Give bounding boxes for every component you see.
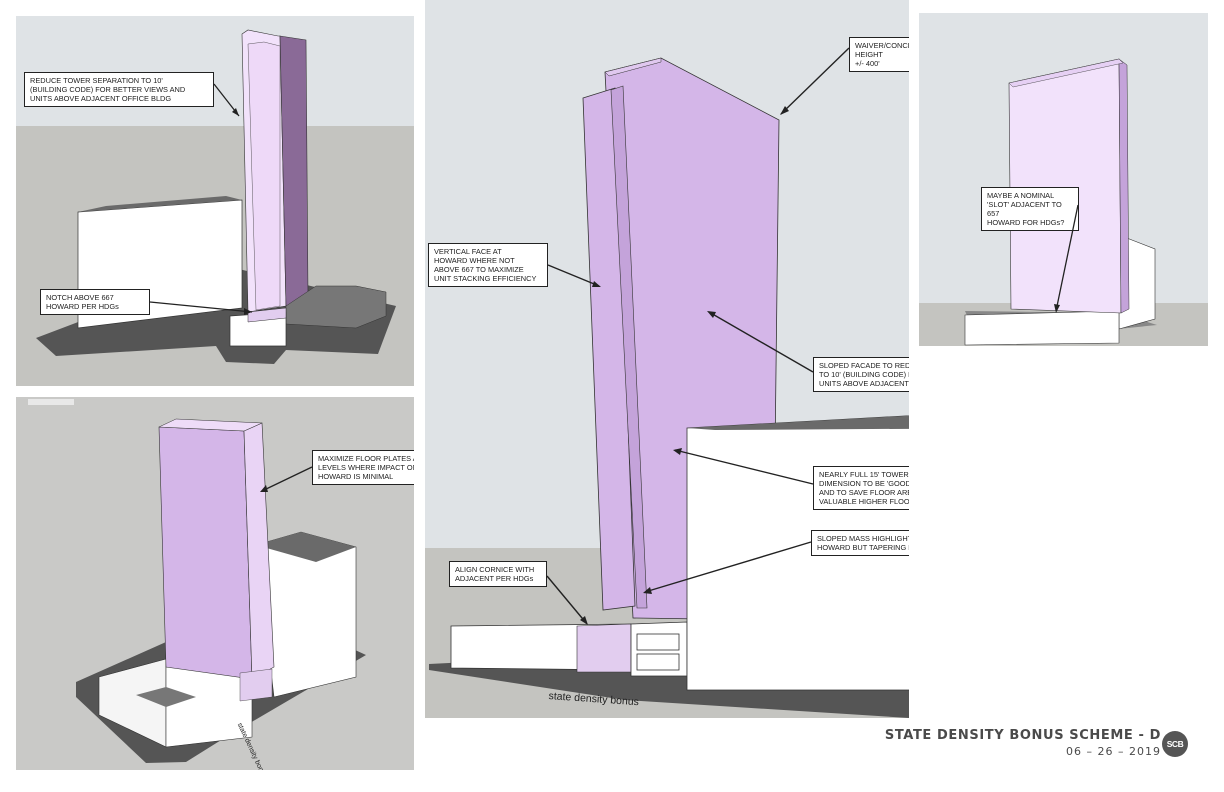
sheet-title: STATE DENSITY BONUS SCHEME - D bbox=[884, 728, 1161, 743]
panel-top-left-view: REDUCE TOWER SEPARATION TO 10' (BUILDING… bbox=[16, 16, 414, 386]
podium-roof bbox=[285, 285, 387, 329]
callout-maybe-nominal-slot: MAYBE A NOMINAL 'SLOT' ADJACENT TO 657 H… bbox=[981, 187, 1079, 231]
cornice-band bbox=[239, 668, 273, 702]
callout-sloped-facade: SLOPED FACADE TO REDUCE TOWER SEPARATION… bbox=[813, 357, 909, 392]
podium-window-upper bbox=[636, 633, 680, 651]
adjacent-building-roof bbox=[256, 532, 356, 562]
tower-roof bbox=[1008, 58, 1124, 88]
panel-center-view: WAIVER/CONCESSION FOR HEIGHT +/- 400' VE… bbox=[425, 0, 909, 718]
podium-roof-notch bbox=[136, 687, 196, 707]
callout-maximize-floor-plates: MAXIMIZE FLOOR PLATES AT UPPER LEVELS WH… bbox=[312, 450, 414, 485]
callout-notch-above-667: NOTCH ABOVE 667 HOWARD PER HDGs bbox=[40, 289, 150, 315]
tower-vertical-face-side bbox=[610, 85, 648, 609]
tiny-model-inset bbox=[28, 399, 74, 405]
callout-sloped-mass: SLOPED MASS HIGHLIGHTING 667 HOWARD BUT … bbox=[811, 530, 909, 556]
panel-top-right-view: MAYBE A NOMINAL 'SLOT' ADJACENT TO 657 H… bbox=[919, 13, 1208, 346]
tower-roof bbox=[604, 57, 662, 77]
adjacent-building-roof bbox=[78, 196, 242, 212]
title-block: STATE DENSITY BONUS SCHEME - D 06 – 26 –… bbox=[885, 728, 1161, 758]
tower-vertical-face bbox=[582, 87, 636, 611]
podium-cornice bbox=[576, 623, 632, 673]
model-view-top-right bbox=[919, 58, 1208, 346]
callout-waiver-concession-height: WAIVER/CONCESSION FOR HEIGHT +/- 400' bbox=[849, 37, 909, 72]
adjacent-office-bldg-roof bbox=[687, 415, 909, 430]
callout-vertical-face-at-howard: VERTICAL FACE AT HOWARD WHERE NOT ABOVE … bbox=[428, 243, 548, 287]
callout-reduce-tower-separation: REDUCE TOWER SEPARATION TO 10' (BUILDING… bbox=[24, 72, 214, 107]
callout-align-cornice: ALIGN CORNICE WITH ADJACENT PER HDGs bbox=[449, 561, 547, 587]
callout-nearly-full-separation: NEARLY FULL 15' TOWER SEPARATION DIMENSI… bbox=[813, 466, 909, 510]
scb-logo: SCB bbox=[1162, 731, 1188, 757]
tower-front-face bbox=[158, 426, 253, 680]
cornice-band bbox=[247, 307, 287, 323]
model-view-top-left bbox=[16, 29, 414, 386]
podium-window-lower bbox=[636, 653, 680, 671]
model-view-bottom-left bbox=[28, 399, 366, 763]
podium-front bbox=[964, 310, 1120, 346]
sheet-date: 06 – 26 – 2019 bbox=[1066, 745, 1161, 758]
tower-roof bbox=[158, 418, 263, 432]
tower-notch-face bbox=[247, 41, 281, 311]
tower-side-face bbox=[1118, 58, 1130, 314]
panel-bottom-left-view: MAXIMIZE FLOOR PLATES AT UPPER LEVELS WH… bbox=[16, 397, 414, 770]
tower-front-face bbox=[1008, 58, 1122, 314]
